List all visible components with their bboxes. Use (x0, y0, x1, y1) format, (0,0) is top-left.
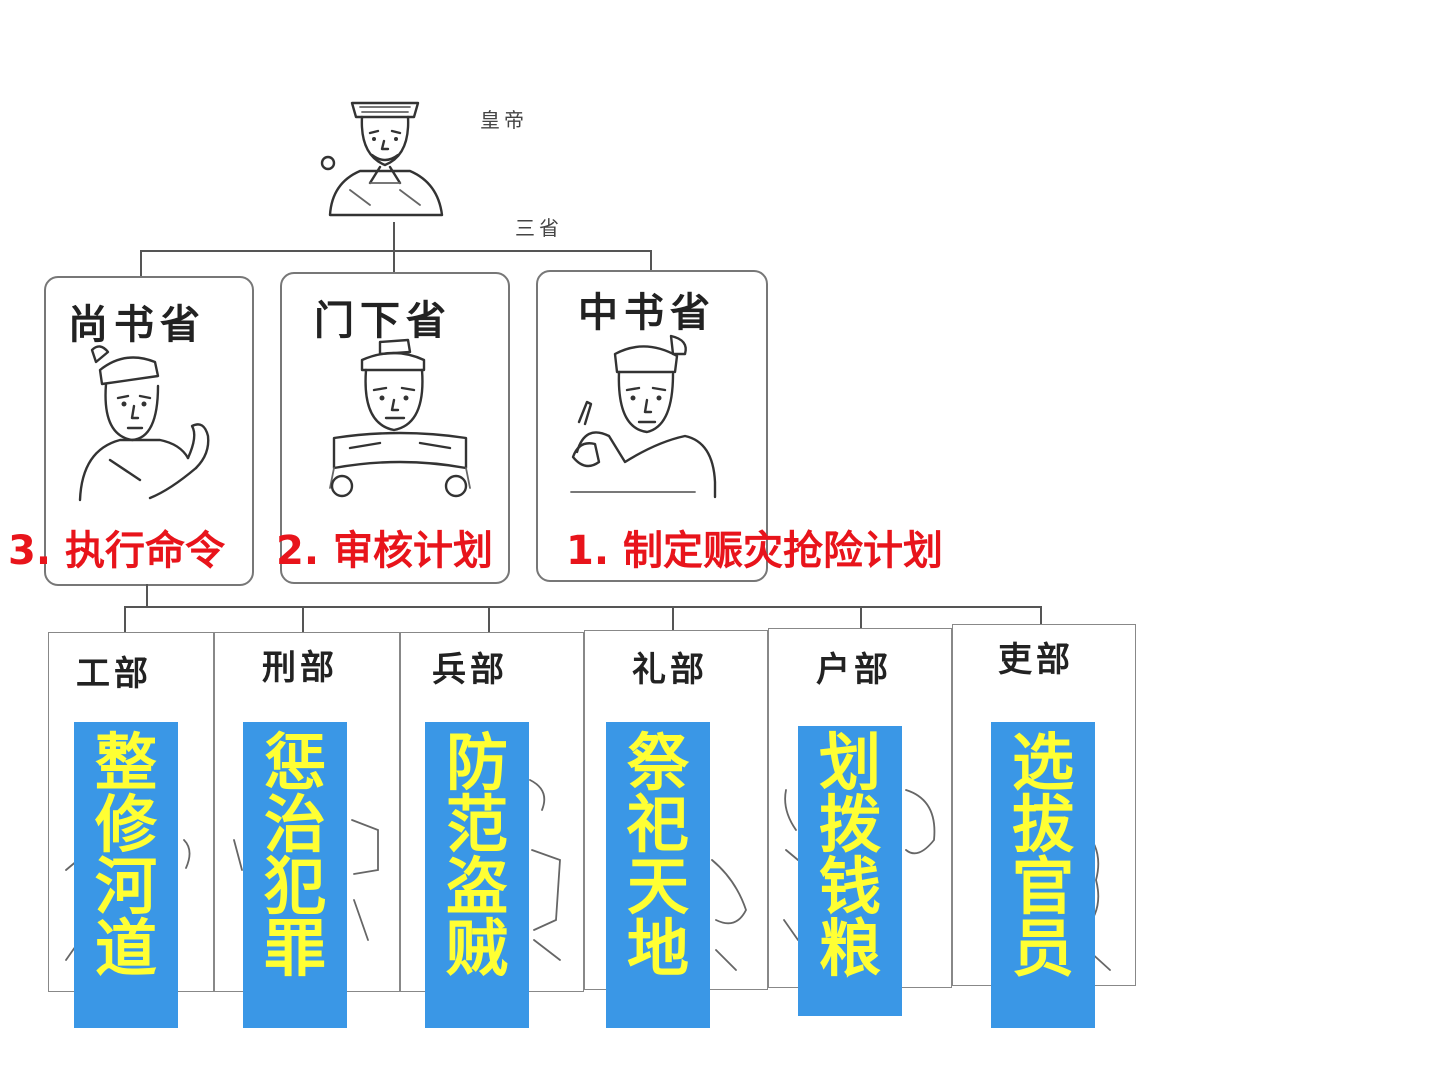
ministry-figure-hu (783, 789, 936, 941)
department-name-menxia: 门下省 (314, 297, 452, 344)
ministry-figure-bing (529, 779, 561, 961)
connector-min-5 (860, 606, 862, 632)
connector-min-4 (672, 606, 674, 634)
ministry-name-li-personnel: 吏部 (998, 640, 1074, 680)
three-departments-label: 三省 (515, 216, 563, 240)
connector-dept-2 (393, 250, 395, 274)
ministry-figure-xing (233, 819, 379, 941)
connector-dept-3 (650, 250, 652, 272)
department-box-zhongshu (536, 270, 768, 582)
ministry-name-gong: 工部 (76, 654, 152, 694)
connector-min-3 (488, 606, 490, 634)
connector-emperor-down (393, 222, 395, 252)
duty-box-gong: 整 修 河 道 (74, 722, 178, 1028)
step-label-draft: 1. 制定赈灾抢险计划 (566, 528, 943, 574)
official-figure-shangshu (78, 345, 210, 502)
official-figure-menxia (329, 338, 471, 498)
connector-departments-bar (140, 250, 652, 252)
emperor-label: 皇帝 (480, 108, 528, 132)
ministry-name-hu: 户部 (816, 650, 892, 690)
duty-box-xing: 惩 治 犯 罪 (243, 722, 347, 1028)
duty-box-bing: 防 范 盗 贼 (425, 722, 529, 1028)
connector-min-6 (1040, 606, 1042, 630)
duty-box-li-rites: 祭 祀 天 地 (606, 722, 710, 1028)
step-label-review: 2. 审核计划 (276, 528, 493, 574)
connector-dept-1 (140, 250, 142, 278)
department-box-menxia (280, 272, 510, 584)
department-name-zhongshu: 中书省 (578, 289, 716, 336)
official-figure-zhongshu (570, 334, 717, 499)
connector-shangshu-down (146, 584, 148, 608)
ministry-name-bing: 兵部 (432, 650, 508, 690)
ministry-name-li-rites: 礼部 (632, 650, 708, 690)
ministry-name-xing: 刑部 (262, 648, 338, 688)
step-label-execute: 3. 执行命令 (8, 528, 225, 574)
duty-box-hu: 划 拨 钱 粮 (798, 726, 902, 1016)
connector-min-1 (124, 606, 126, 634)
emperor-figure (320, 101, 444, 217)
duty-box-li-personnel: 选 拔 官 员 (991, 722, 1095, 1028)
ministry-figure-li-rites (711, 859, 747, 971)
department-name-shangshu: 尚书省 (68, 301, 206, 348)
connector-min-2 (302, 606, 304, 634)
connector-ministries-bar (124, 606, 1042, 608)
